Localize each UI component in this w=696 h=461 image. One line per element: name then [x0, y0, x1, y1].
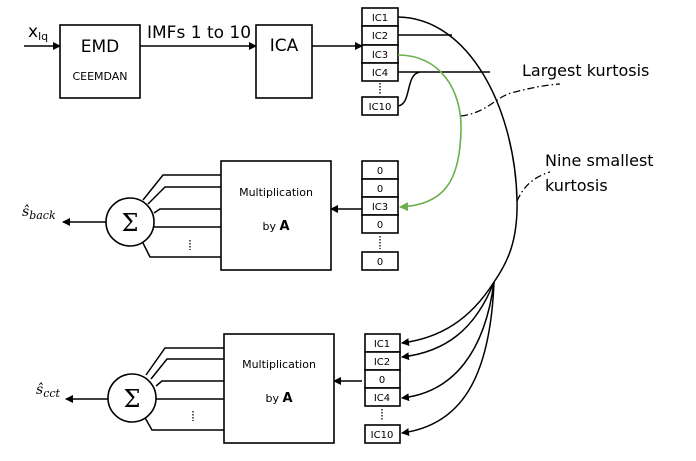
- fan-to-ic10: [401, 281, 495, 437]
- cct-cell: 0: [379, 375, 385, 386]
- ic-stack-top: IC1 IC2 IC3 IC4 IC10: [361, 7, 399, 116]
- cct-cell: IC4: [374, 393, 390, 404]
- fan-to-ic4: [401, 281, 495, 402]
- nine-smallest-label-1: Nine smallest: [545, 151, 654, 170]
- back-cell: 0: [377, 257, 383, 268]
- ic-cell: IC10: [369, 102, 392, 113]
- ica-block: [255, 24, 313, 99]
- cct-mult-label: Multiplication: [242, 358, 316, 371]
- sigma-icon: Σ: [124, 385, 141, 413]
- nine-leader: [516, 171, 551, 202]
- cct-cell: IC1: [374, 339, 390, 350]
- back-output-label: ŝback: [22, 204, 56, 222]
- ica-title: ICA: [270, 36, 299, 56]
- sigma-icon: Σ: [122, 209, 139, 237]
- back-mult-label: Multiplication: [239, 186, 313, 199]
- largest-leader: [460, 83, 561, 117]
- cct-output-label: ŝcct: [36, 382, 61, 400]
- back-cell: 0: [377, 166, 383, 177]
- ic-cell: IC3: [372, 50, 388, 61]
- back-cell: 0: [377, 220, 383, 231]
- back-cell: 0: [377, 184, 383, 195]
- ic-cell: IC2: [372, 31, 388, 42]
- cct-branch: IC1 IC2 0 IC4 IC10 Multiplication by A Σ…: [36, 333, 401, 444]
- ic-cell: IC4: [372, 68, 388, 79]
- input-label: xlq: [28, 22, 48, 43]
- cct-cell: IC2: [374, 357, 390, 368]
- cct-mult-block: [223, 333, 335, 444]
- cct-cell: IC10: [371, 430, 394, 441]
- largest-kurtosis-arrow: [397, 54, 462, 212]
- nine-smallest-label-2: kurtosis: [545, 176, 608, 195]
- back-mult-block: [220, 160, 332, 271]
- back-cell: IC3: [372, 202, 388, 213]
- back-branch: 0 0 IC3 0 0 Multiplication by A Σ ŝback: [22, 160, 399, 271]
- ic10-connector: [397, 71, 421, 107]
- cct-mult-label-2: by A: [265, 391, 292, 406]
- nine-smallest-curve: [397, 16, 518, 283]
- largest-kurtosis-label: Largest kurtosis: [522, 61, 649, 80]
- back-mult-label-2: by A: [262, 219, 289, 234]
- ic-cell: IC1: [372, 13, 388, 24]
- fan-to-ic1: [401, 281, 495, 347]
- fan-to-ic2: [401, 281, 495, 361]
- emd-title: EMD: [81, 37, 120, 57]
- imfs-label: IMFs 1 to 10: [147, 23, 251, 43]
- emd-subtitle: CEEMDAN: [72, 70, 127, 83]
- cct-sum-node: [107, 373, 157, 423]
- emd-block: [59, 24, 141, 99]
